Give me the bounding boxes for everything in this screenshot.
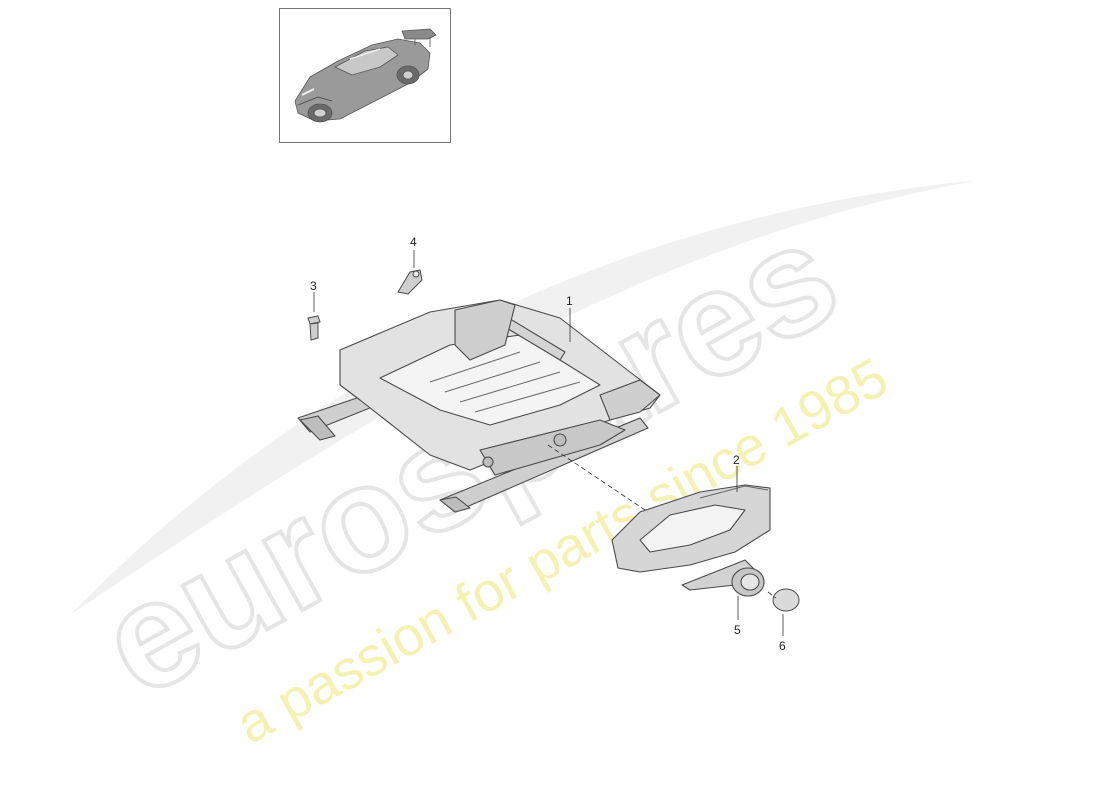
callout-6: 6 (779, 639, 786, 653)
callout-5: 5 (734, 623, 741, 637)
bolt-part (307, 315, 321, 341)
side-trim-panel-part (611, 484, 771, 573)
cap-part (772, 588, 800, 612)
leader-lines (313, 250, 784, 636)
callout-4: 4 (410, 235, 417, 249)
adjusting-lever-part (681, 559, 765, 597)
callout-1: 1 (566, 294, 573, 308)
callout-3: 3 (310, 279, 317, 293)
seat-frame-part (297, 299, 661, 513)
car-icon (294, 28, 437, 123)
callouts: 1 2 3 4 5 6 (310, 235, 786, 653)
clip-part (397, 269, 423, 295)
callout-2: 2 (733, 453, 740, 467)
vehicle-thumbnail (279, 8, 451, 143)
